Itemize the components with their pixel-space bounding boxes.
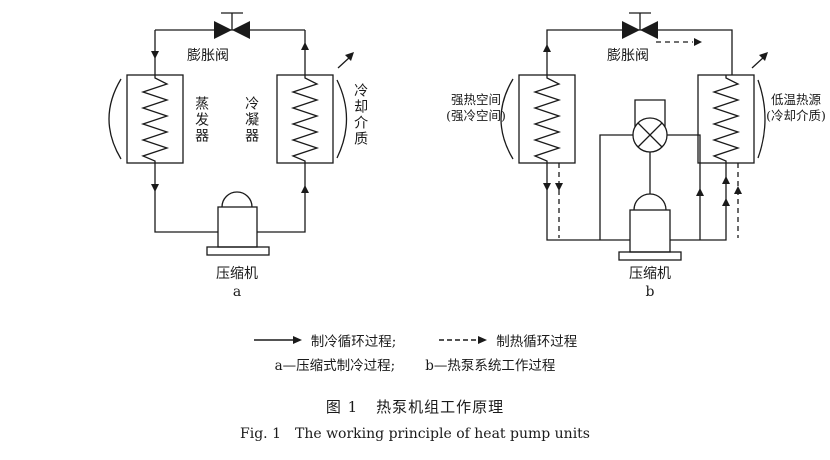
heating-flow-arrow	[656, 38, 702, 46]
legend-line-2: a—压缩式制冷过程; b—热泵系统工作过程	[0, 354, 830, 374]
solid-arrow-icon	[253, 336, 302, 344]
pipe	[667, 134, 701, 240]
figure-caption-en: Fig. 1 The working principle of heat pum…	[0, 426, 830, 442]
space-label-line2: (强冷空间)	[446, 108, 506, 124]
legend-solid-label: 制冷循环过程;	[310, 334, 397, 350]
heat-source-label-line2: (冷却介质)	[766, 108, 826, 124]
compressor-symbol	[206, 191, 270, 256]
pipe	[599, 134, 633, 240]
outdoor-exchanger-coil	[697, 74, 766, 164]
cooling-medium-arrow	[337, 52, 354, 69]
pipe	[670, 163, 727, 241]
air-flow-arc	[336, 79, 348, 159]
subfigure-label-a: a	[232, 284, 242, 300]
dashed-arrow-icon	[439, 336, 488, 344]
expansion-valve-symbol	[214, 12, 250, 39]
evaporator-label: 蒸发器	[193, 96, 210, 144]
subfigure-label-b: b	[645, 284, 655, 300]
flow-arrow-down-icon	[151, 184, 159, 192]
condenser-coil	[276, 74, 348, 164]
figure-number-en: Fig. 1	[240, 426, 281, 442]
condenser-label: 冷凝器	[243, 96, 260, 144]
pipe	[257, 163, 306, 233]
flow-arrow-up-icon	[301, 42, 309, 50]
flow-arrow-up-icon	[722, 198, 730, 206]
flow-arrow-up-icon	[722, 176, 730, 184]
legend-item-b: b—热泵系统工作过程	[425, 358, 556, 374]
space-label-line1: 强热空间	[450, 92, 501, 107]
legend-item-a: a—压缩式制冷过程;	[274, 358, 396, 374]
pipe	[154, 163, 218, 233]
air-flow-arc	[500, 78, 514, 160]
expansion-valve-label-b: 膨胀阀	[607, 48, 649, 64]
figure-title-cn: 热泵机组工作原理	[376, 398, 505, 416]
flow-arrow-up-icon	[543, 44, 551, 52]
cycle-a-diagram	[108, 12, 354, 256]
legend-dashed-label: 制热循环过程	[496, 334, 578, 350]
expansion-valve-label-a: 膨胀阀	[187, 48, 229, 64]
evaporator-coil	[108, 74, 184, 164]
figure-number-cn: 图 1	[325, 398, 359, 416]
compressor-symbol	[618, 193, 682, 261]
compressor-label-a: 压缩机	[216, 266, 258, 282]
compressor-label-b: 压缩机	[629, 266, 671, 282]
diagram-canvas	[108, 12, 768, 261]
flow-arrow-up-icon	[696, 188, 704, 196]
four-way-valve-symbol	[632, 99, 668, 153]
flow-arrow-up-icon	[734, 186, 742, 194]
cycle-b-diagram	[500, 12, 768, 261]
figure-caption-cn: 图 1 热泵机组工作原理	[0, 396, 830, 417]
legend-line-1: 制冷循环过程; 制热循环过程	[0, 330, 830, 350]
flow-arrow-up-icon	[301, 185, 309, 193]
flow-arrow-down-icon	[555, 183, 563, 191]
flow-arrow-down-icon	[543, 183, 551, 191]
indoor-exchanger-coil	[500, 74, 576, 164]
cooling-medium-label: 冷却介质	[352, 83, 369, 147]
air-flow-arc	[757, 79, 766, 159]
air-flow-arc	[108, 78, 122, 160]
flow-arrow-down-icon	[151, 51, 159, 59]
heat-source-label: 低温热源 (冷却介质)	[764, 92, 828, 125]
heat-source-arrow	[751, 52, 768, 69]
figure-title-en: The working principle of heat pump units	[294, 426, 590, 442]
heat-source-label-line1: 低温热源	[770, 92, 821, 107]
space-label: 强热空间 (强冷空间)	[444, 92, 508, 125]
expansion-valve-symbol	[622, 12, 658, 39]
